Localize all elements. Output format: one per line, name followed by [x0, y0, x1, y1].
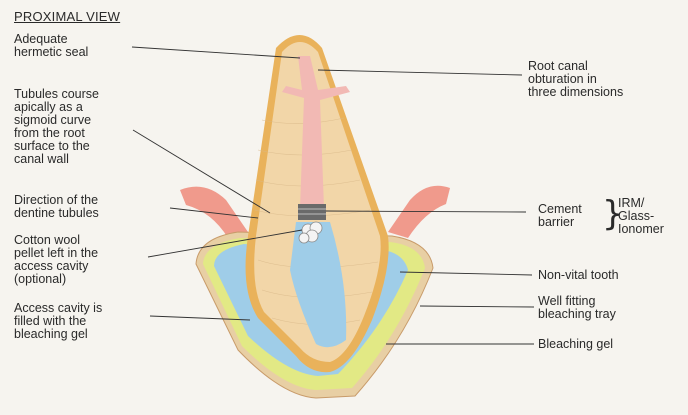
label-non-vital: Non-vital tooth — [538, 269, 619, 282]
label-tubules-course: Tubules course apically as a sigmoid cur… — [14, 88, 99, 166]
gingiva-left — [180, 187, 248, 238]
diagram-title: PROXIMAL VIEW — [14, 9, 120, 24]
label-root-canal: Root canal obturation in three dimension… — [528, 60, 623, 99]
cement-barrier — [298, 204, 326, 220]
label-tubule-direction: Direction of the dentine tubules — [14, 194, 99, 220]
label-hermetic-seal: Adequate hermetic seal — [14, 33, 88, 59]
label-tray: Well fitting bleaching tray — [538, 295, 616, 321]
label-cotton-pellet: Cotton wool pellet left in the access ca… — [14, 234, 98, 286]
label-access-cavity: Access cavity is filled with the bleachi… — [14, 302, 102, 341]
label-gel: Bleaching gel — [538, 338, 613, 351]
label-cement-barrier: Cement barrier — [538, 203, 582, 229]
label-irm-glass: IRM/ Glass- Ionomer — [618, 197, 664, 236]
